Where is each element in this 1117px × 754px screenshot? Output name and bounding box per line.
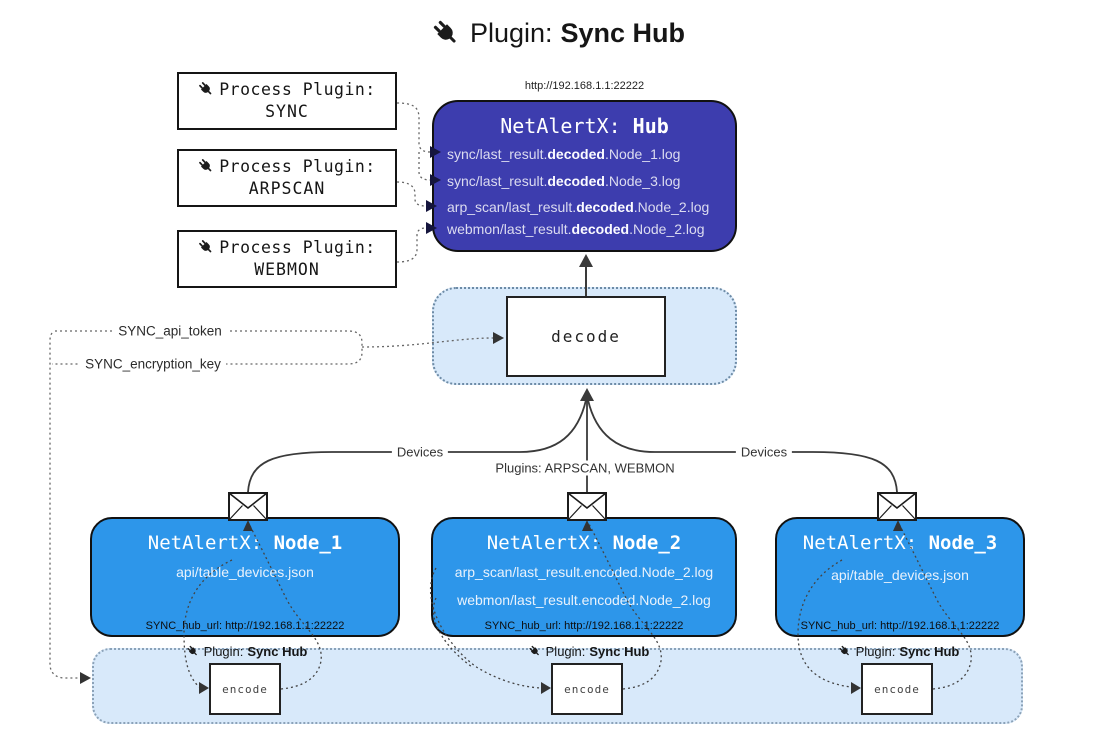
node-name: Node_3 xyxy=(928,532,998,554)
encode-box: encode xyxy=(861,663,933,715)
envelope-icon xyxy=(877,492,917,521)
plug-icon xyxy=(198,81,215,98)
encode-band-plugin-label: Plugin:Sync Hub xyxy=(839,644,959,659)
plug-icon xyxy=(839,645,852,658)
edge-label-devices-right: Devices xyxy=(735,444,793,460)
node-file: api/table_devices.json xyxy=(176,564,314,580)
node-file: api/table_devices.json xyxy=(831,567,969,583)
setting-encryption-key-label: SYNC_encryption_key xyxy=(80,356,226,372)
node-app-label: NetAlertX: xyxy=(147,532,263,554)
encode-band-plugin-label: Plugin:Sync Hub xyxy=(187,644,307,659)
process-plugin-sync: Process Plugin: SYNC xyxy=(177,72,397,130)
process-plugin-name: ARPSCAN xyxy=(248,179,326,198)
edge-arpscan-to-hub xyxy=(396,181,427,207)
plug-icon xyxy=(198,158,215,175)
edge-webmon-to-hub xyxy=(396,227,427,263)
hub-file-line: sync/last_result.decoded.Node_1.log xyxy=(447,146,681,162)
process-plugin-arpscan: Process Plugin: ARPSCAN xyxy=(177,149,397,207)
process-plugin-label: Process Plugin: xyxy=(219,157,376,176)
edge-sync-to-hub-1 xyxy=(396,102,431,153)
node-app-label: NetAlertX: xyxy=(802,532,918,554)
hub-file-line: webmon/last_result.decoded.Node_2.log xyxy=(447,221,705,237)
hub-box: NetAlertX: Hub sync/last_result.decoded.… xyxy=(432,100,737,252)
edge-sync-to-hub-2 xyxy=(418,152,431,181)
hub-name: Hub xyxy=(632,114,669,138)
plug-icon xyxy=(432,19,462,49)
title-prefix: Plugin: xyxy=(469,18,553,48)
node-hub-url: SYNC_hub_url: http://192.168.1.1:22222 xyxy=(145,620,345,632)
hub-file-line: arp_scan/last_result.decoded.Node_2.log xyxy=(447,199,710,215)
encode-box: encode xyxy=(209,663,281,715)
edge-label-plugins: Plugins: ARPSCAN, WEBMON xyxy=(490,460,680,476)
hub-url: http://192.168.1.1:22222 xyxy=(524,80,645,92)
node-name: Node_2 xyxy=(612,532,682,554)
hub-title: NetAlertX: Hub xyxy=(434,114,735,138)
process-plugin-webmon: Process Plugin: WEBMON xyxy=(177,230,397,288)
envelope-icon xyxy=(228,492,268,521)
plug-icon xyxy=(529,645,542,658)
plug-icon xyxy=(198,239,215,256)
process-plugin-label: Process Plugin: xyxy=(219,238,376,257)
title-name: Sync Hub xyxy=(560,18,686,48)
hub-app-label: NetAlertX: xyxy=(500,114,621,138)
page-title: Plugin: Sync Hub xyxy=(0,18,1117,49)
process-plugin-name: SYNC xyxy=(265,102,309,121)
process-plugin-label: Process Plugin: xyxy=(219,80,376,99)
node-file: arp_scan/last_result.encoded.Node_2.log xyxy=(454,564,714,580)
node-2-box: NetAlertX: Node_2 arp_scan/last_result.e… xyxy=(431,517,737,637)
node-app-label: NetAlertX: xyxy=(486,532,602,554)
node-name: Node_1 xyxy=(273,532,343,554)
process-plugin-name: WEBMON xyxy=(254,260,320,279)
plug-icon xyxy=(187,645,200,658)
decode-box: decode xyxy=(506,296,666,377)
encode-band-plugin-label: Plugin:Sync Hub xyxy=(529,644,649,659)
edge-settings-to-encode-band xyxy=(49,332,80,679)
envelope-icon xyxy=(567,492,607,521)
encode-box: encode xyxy=(551,663,623,715)
node-hub-url: SYNC_hub_url: http://192.168.1.1:22222 xyxy=(800,620,1000,632)
edge-label-devices-left: Devices xyxy=(391,444,449,460)
node-3-box: NetAlertX: Node_3 api/table_devices.json… xyxy=(775,517,1025,637)
node-hub-url: SYNC_hub_url: http://192.168.1.1:22222 xyxy=(484,620,684,632)
setting-api-token-label: SYNC_api_token xyxy=(113,323,227,339)
node-1-box: NetAlertX: Node_1 api/table_devices.json… xyxy=(90,517,400,637)
hub-file-line: sync/last_result.decoded.Node_3.log xyxy=(447,173,681,189)
node-file: webmon/last_result.encoded.Node_2.log xyxy=(457,592,711,608)
